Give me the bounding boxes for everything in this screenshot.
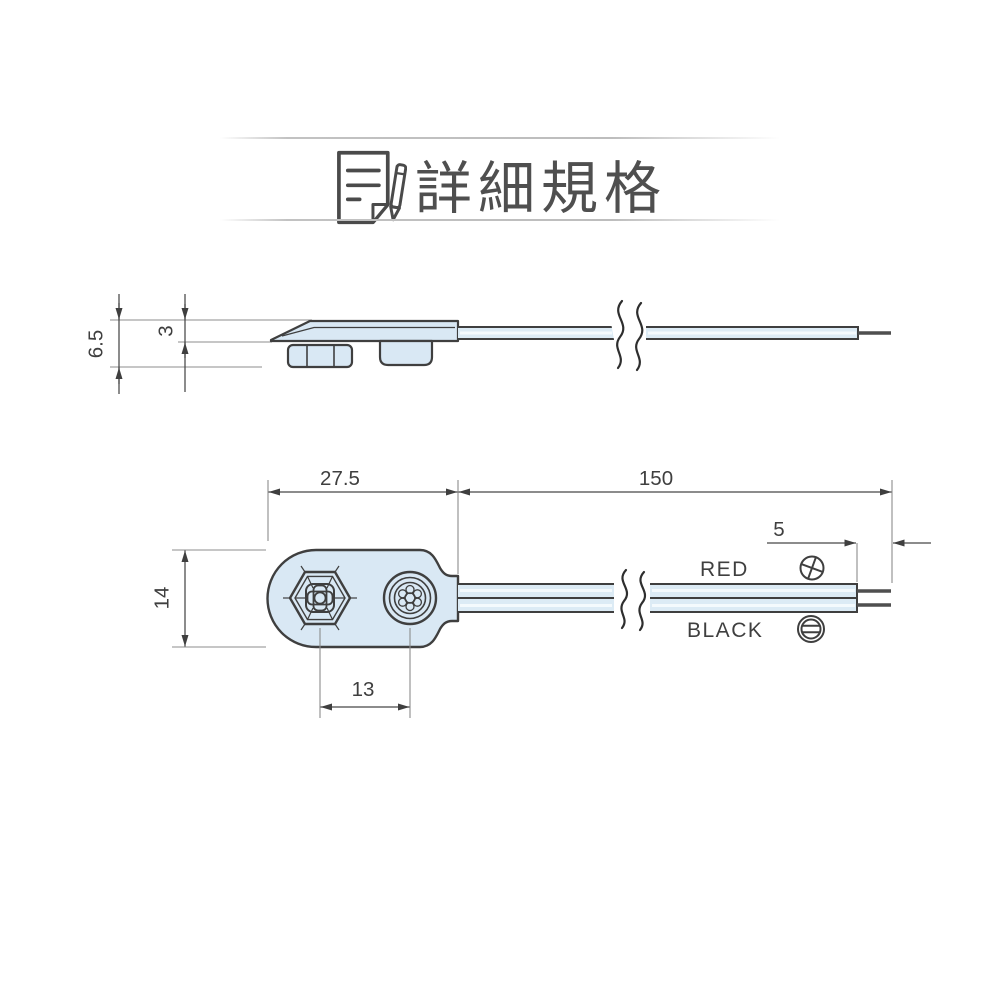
- black-wire-label: BLACK: [687, 619, 763, 642]
- connector-body-top: [266, 548, 460, 649]
- page-title: 詳細規格: [415, 156, 667, 221]
- break-symbol: [635, 301, 644, 372]
- dim-label-5: 5: [773, 518, 784, 541]
- red-wire-label: RED: [700, 558, 749, 581]
- hex-terminal-side: [286, 343, 354, 369]
- side-view-drawing: 6.5 3: [85, 294, 891, 394]
- round-snap-terminal: [382, 570, 438, 626]
- wire-side: [458, 299, 891, 372]
- dim-body-width: 27.5: [267, 467, 459, 574]
- dim-strip-length: 5: [767, 518, 931, 582]
- dim-snap-spacing: 13: [319, 628, 411, 718]
- banner-top-line: [220, 137, 780, 139]
- dim-label-150: 150: [639, 467, 673, 490]
- hex-snap-terminal: [283, 565, 357, 631]
- document-pen-icon: [337, 150, 407, 225]
- break-symbol: [638, 570, 647, 632]
- slot-circle-icon: [797, 615, 825, 643]
- dim-label-27-5: 27.5: [320, 467, 360, 490]
- dim-label-3: 3: [155, 325, 178, 336]
- break-symbol: [620, 568, 629, 630]
- pen-icon: [389, 163, 407, 222]
- top-view-drawing: 27.5 150 5 14 13 RED: [151, 467, 931, 718]
- dim-label-14: 14: [151, 587, 174, 610]
- dim-body-height: 14: [151, 549, 266, 648]
- snap-terminal-side: [378, 339, 434, 367]
- break-gap: [612, 569, 646, 629]
- plus-circle-icon: [799, 555, 825, 581]
- dim-side-plate-thickness: 3: [155, 294, 189, 392]
- banner-bottom-line: [220, 219, 780, 221]
- sparkle-ticks: [283, 565, 357, 631]
- dim-label-13: 13: [352, 678, 375, 701]
- dim-wire-length: 150: [458, 467, 893, 583]
- break-gap: [607, 300, 642, 368]
- wires-top: [458, 568, 891, 632]
- dim-label-6-5: 6.5: [85, 330, 108, 359]
- dim-side-total-height: 6.5: [85, 294, 123, 394]
- break-symbol: [616, 299, 625, 370]
- title-banner: 詳細規格: [0, 0, 1000, 260]
- title-row: 詳細規格: [0, 146, 1000, 232]
- plate-edge-line: [281, 326, 455, 337]
